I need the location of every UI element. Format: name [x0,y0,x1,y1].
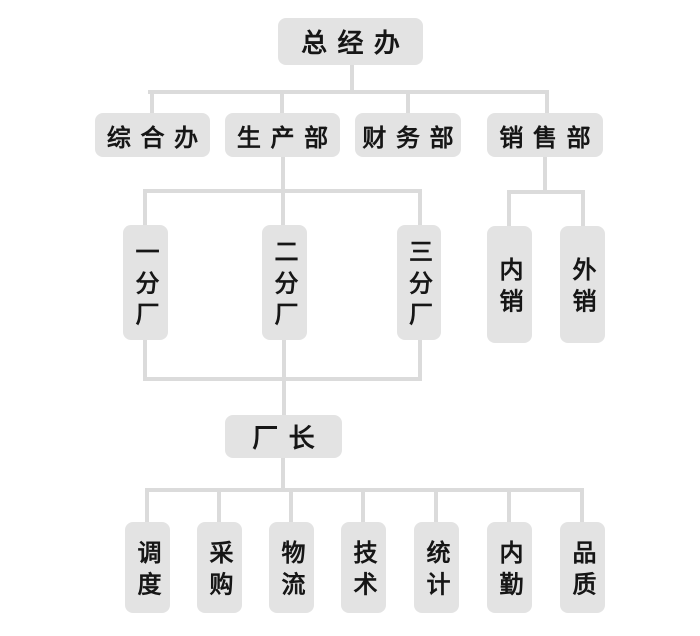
node-finance-dept: 财务部 [355,113,461,157]
connector-line [580,488,584,524]
node-quality: 品质 [560,522,605,613]
node-label: 一分厂 [131,239,159,333]
connector-line [361,488,365,524]
node-technology: 技术 [341,522,386,613]
node-label: 厂长 [252,424,326,454]
connector-line [217,488,221,524]
node-factory-2: 二分厂 [262,225,307,340]
node-label: 统计 [422,539,450,603]
connector-line [143,189,147,227]
node-label: 内勤 [495,539,523,603]
connector-line [148,90,549,94]
node-factory-1: 一分厂 [123,225,168,340]
connector-line [545,90,549,115]
connector-line [418,189,422,227]
node-label: 内销 [495,256,523,320]
node-label: 外销 [568,256,596,320]
node-label: 销售部 [499,123,601,152]
node-factory-3: 三分厂 [397,225,441,340]
node-general-office: 综合办 [95,113,210,157]
connector-line [581,190,585,228]
node-sales-dept: 销售部 [487,113,603,157]
connector-line [280,90,284,115]
node-label: 三分厂 [404,239,433,333]
node-label: 技术 [349,539,377,603]
connector-line [143,340,147,381]
connector-line [418,340,422,381]
node-label: 综合办 [106,123,208,152]
connector-line [543,157,547,193]
node-label: 调度 [133,539,161,603]
connector-line [434,488,438,524]
connector-line [507,488,511,524]
node-logistics: 物流 [269,522,314,613]
node-dispatch: 调度 [125,522,170,613]
node-label: 总经办 [301,29,411,59]
node-factory-director: 厂长 [225,415,342,458]
node-gm-office: 总经办 [278,18,423,65]
node-production-dept: 生产部 [225,113,340,157]
node-label: 二分厂 [270,239,298,333]
node-label: 财务部 [362,123,464,152]
connector-line [143,377,422,381]
node-export-sales: 外销 [560,226,605,343]
node-label: 品质 [568,539,596,603]
connector-line [145,488,149,524]
node-statistics: 统计 [414,522,459,613]
node-label: 生产部 [236,123,338,152]
connector-line [406,90,410,115]
connector-line [350,62,354,94]
connector-line [281,458,285,490]
connector-line [507,190,511,228]
node-domestic-sales: 内销 [487,226,532,343]
connector-line [289,488,293,524]
node-label: 采购 [205,539,233,603]
node-internal-affairs: 内勤 [487,522,532,613]
node-purchasing: 采购 [197,522,242,613]
connector-line [150,90,154,115]
connector-line [143,189,422,193]
connector-line [507,190,585,194]
node-label: 物流 [277,539,305,603]
